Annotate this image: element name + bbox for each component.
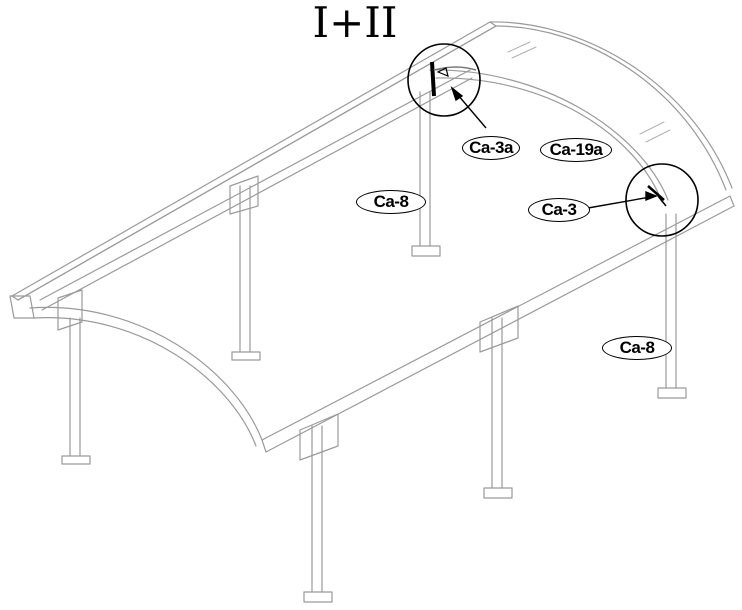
post-back-rear [411, 91, 441, 257]
label-ca-3: Ca-3 [528, 198, 590, 222]
detail-circle-upper [407, 43, 481, 117]
post-front-left [299, 413, 339, 603]
post-front-mid [479, 305, 519, 499]
label-ca-8-right: Ca-8 [602, 336, 672, 360]
leader-arrows [450, 85, 658, 209]
label-ca-19a: Ca-19a [540, 138, 612, 162]
post-mid-rear [229, 175, 261, 361]
label-ca-3a: Ca-3a [462, 136, 520, 160]
diagram-title: I+II [312, 0, 398, 47]
roof-panel [9, 21, 735, 453]
post-left-rear [57, 289, 91, 465]
post-front-right [657, 213, 687, 399]
detail-circle-lower [625, 163, 699, 237]
roof-hatch-marks [507, 41, 671, 143]
label-ca-8-left: Ca-8 [356, 190, 426, 214]
